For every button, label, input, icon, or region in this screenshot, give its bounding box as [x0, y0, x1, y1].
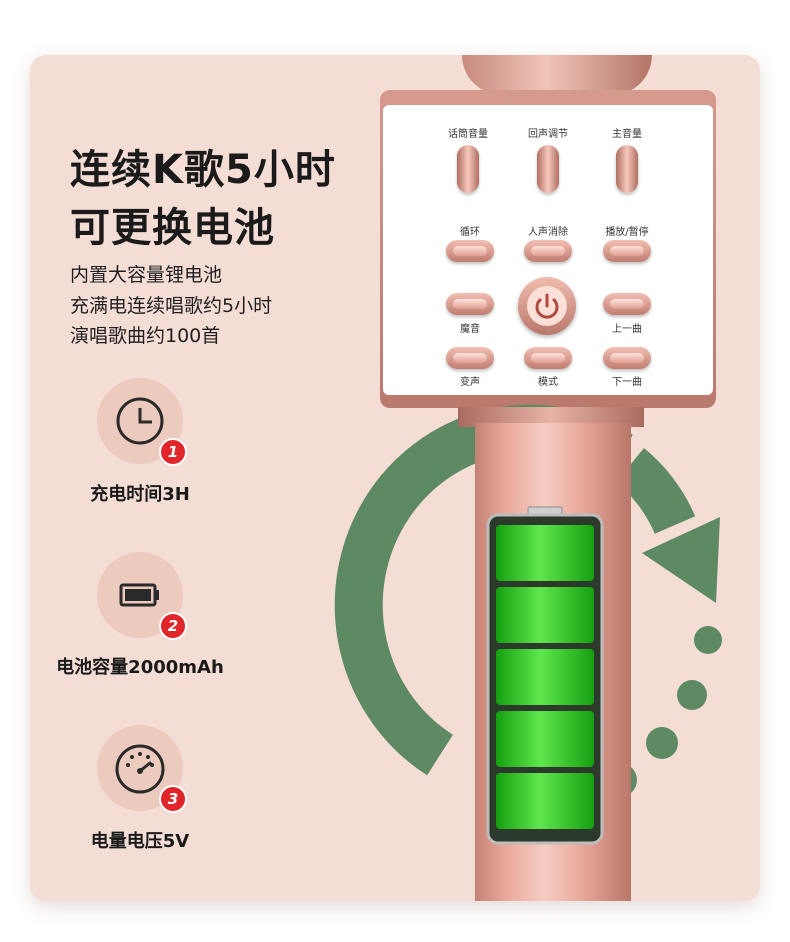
headline-line-1: 连续K歌5小时: [70, 147, 336, 193]
loop-button[interactable]: [446, 240, 494, 262]
power-button[interactable]: [518, 277, 576, 335]
knob-label-mic-volume: 话筒音量: [448, 129, 488, 140]
mic-volume-knob[interactable]: [457, 145, 479, 193]
description-line-1: 内置大容量锂电池: [70, 264, 223, 286]
feature-1-label: 充电时间3H: [90, 484, 190, 505]
button-label-play-pause: 播放/暂停: [605, 227, 649, 238]
feature-2-label: 电池容量2000mAh: [56, 657, 224, 678]
button-label-voice-change: 变声: [460, 377, 480, 388]
play-pause-button[interactable]: [603, 240, 651, 262]
button-label-magic-voice: 魔音: [460, 324, 480, 335]
previous-track-button[interactable]: [603, 293, 651, 315]
description-line-3: 演唱歌曲约100首: [70, 325, 221, 347]
feature-card: 话筒音量 回声调节 主音量 循环 人声消除 播放/暂停 魔音 上一曲 变声 模式…: [30, 55, 760, 901]
headline-line-2: 可更换电池: [70, 205, 275, 251]
feature-3-label: 电量电压5V: [90, 831, 190, 852]
voice-change-button[interactable]: [446, 347, 494, 369]
button-label-loop: 循环: [460, 227, 480, 238]
battery-full-icon: [486, 506, 604, 845]
button-label-next: 下一曲: [612, 377, 642, 388]
feature-1-badge: 1: [159, 438, 187, 466]
feature-3-badge: 3: [159, 785, 187, 813]
mode-button[interactable]: [524, 347, 572, 369]
battery-cell: [496, 525, 594, 581]
magic-voice-button[interactable]: [446, 293, 494, 315]
button-label-previous: 上一曲: [612, 324, 642, 335]
clock-icon: [116, 397, 164, 445]
battery-cell: [496, 711, 594, 767]
gauge-icon: [115, 744, 165, 794]
battery-cell: [496, 649, 594, 705]
feature-3-circle: 3: [97, 725, 187, 813]
feature-2-badge: 2: [159, 612, 187, 640]
mic-neck: [458, 407, 644, 427]
knob-label-echo: 回声调节: [528, 129, 568, 140]
knob-label-master-volume: 主音量: [612, 129, 642, 140]
next-track-button[interactable]: [603, 347, 651, 369]
battery-cell: [496, 587, 594, 643]
battery-cell: [496, 773, 594, 829]
battery-icon: [119, 583, 159, 607]
description-line-2: 充满电连续唱歌约5小时: [70, 295, 273, 317]
master-volume-knob[interactable]: [616, 145, 638, 193]
power-icon: [527, 286, 567, 326]
button-label-mode: 模式: [538, 377, 558, 388]
mic-grille: [462, 55, 652, 95]
echo-knob[interactable]: [537, 145, 559, 193]
feature-1-circle: 1: [97, 378, 187, 466]
feature-2-circle: 2: [97, 552, 187, 640]
vocal-remove-button[interactable]: [524, 240, 572, 262]
button-label-vocal-remove: 人声消除: [528, 227, 568, 238]
